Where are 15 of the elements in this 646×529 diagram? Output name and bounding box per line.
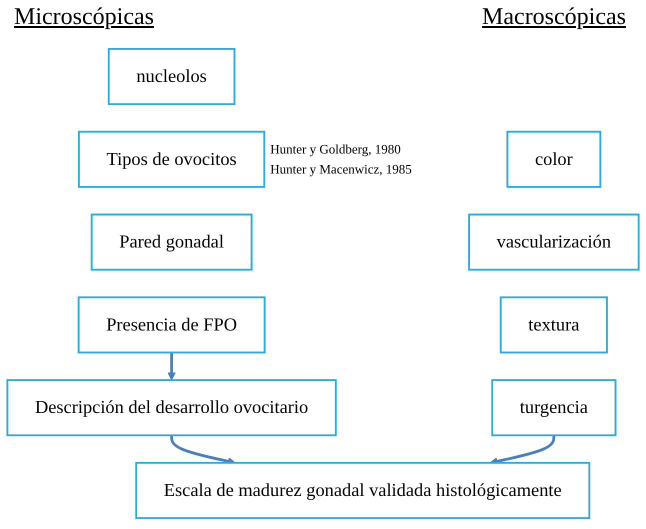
node-box: vascularización — [468, 214, 640, 271]
node-box: color — [506, 130, 602, 188]
node-box: Escala de madurez gonadal validada histológicamente — [135, 462, 590, 519]
node-box: nucleolos — [108, 48, 236, 106]
arrow — [168, 352, 176, 380]
node-box: Presencia de FPO — [78, 296, 266, 354]
node-box: Pared gonadal — [90, 214, 252, 271]
node-box: turgencia — [491, 379, 616, 436]
column-heading: Macroscópicas — [482, 4, 626, 32]
reference-note: Hunter y Macenwicz, 1985 — [270, 160, 412, 178]
node-box: Descripción del desarrollo ovocitario — [6, 379, 337, 436]
column-heading: Microscópicas — [14, 4, 154, 32]
reference-note: Hunter y Goldberg, 1980 — [270, 140, 402, 159]
node-box: Tipos de ovocitos — [78, 130, 266, 188]
node-box: textura — [500, 296, 608, 354]
